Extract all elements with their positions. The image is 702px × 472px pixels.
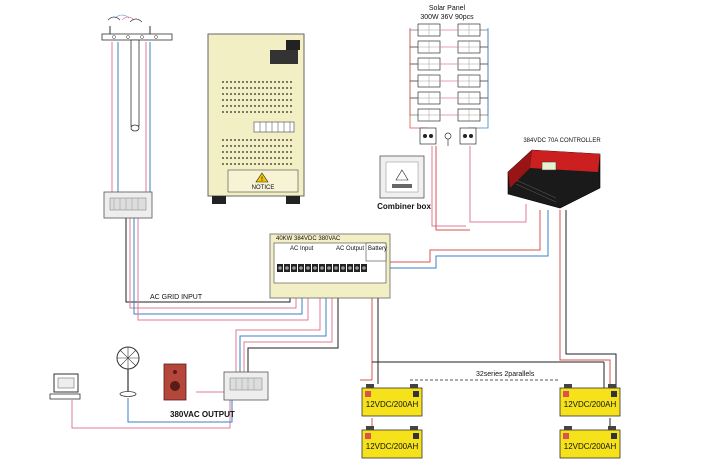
terminal-screw xyxy=(333,264,339,272)
battery-terminal-label: Battery xyxy=(368,246,387,252)
combiner-box xyxy=(379,155,425,199)
solar-panel xyxy=(457,74,481,88)
output-distribution-box xyxy=(223,371,269,401)
solar-panel xyxy=(417,91,441,105)
solar-panel xyxy=(457,108,481,122)
terminal-screws xyxy=(277,264,367,272)
terminal-screw xyxy=(326,264,332,272)
terminal-screw xyxy=(340,264,346,272)
solar-panel xyxy=(457,57,481,71)
inverter-name-label: 40KW 384VDC 380VAC xyxy=(276,236,341,242)
battery: 12VDC/200AH xyxy=(361,426,423,459)
terminal-screw xyxy=(347,264,353,272)
solar-panel xyxy=(417,74,441,88)
ac-distribution-box xyxy=(103,191,153,219)
ac-input-label: AC Input xyxy=(290,246,314,252)
wiring xyxy=(71,42,617,430)
battery-bank: 12VDC/200AH 12VDC/200AH 12VDC/200AH 12VDC/2… xyxy=(361,384,621,459)
terminal-screw xyxy=(298,264,304,272)
speaker-icon xyxy=(163,363,187,401)
fan-icon xyxy=(116,346,140,397)
battery-label: 12VDC/200AH xyxy=(564,400,617,409)
terminal-screw xyxy=(277,264,283,272)
battery-label: 12VDC/200AH xyxy=(366,442,419,451)
solar-panel xyxy=(417,57,441,71)
terminal-screw xyxy=(284,264,290,272)
svg-text:!: ! xyxy=(261,177,263,183)
battery: 12VDC/200AH xyxy=(361,384,423,417)
battery: 12VDC/200AH xyxy=(559,384,621,417)
ac-grid-input-label: AC GRID INPUT xyxy=(150,294,203,301)
computer-icon xyxy=(49,373,81,400)
battery-label: 12VDC/200AH xyxy=(564,442,617,451)
inverter-cabinet: ! NOTICE xyxy=(207,33,305,204)
solar-junction-boxes xyxy=(419,127,477,146)
terminal-screw xyxy=(305,264,311,272)
charge-controller xyxy=(507,149,601,209)
batteries-config-label: 32series 2parallels xyxy=(476,371,535,378)
solar-panel xyxy=(417,108,441,122)
terminal-screw xyxy=(319,264,325,272)
inverter-terminal-panel xyxy=(269,233,391,299)
solar-panel-array xyxy=(409,23,489,129)
solar-panel-spec: 300W 36V 90pcs xyxy=(420,14,474,21)
battery-label: 12VDC/200AH xyxy=(366,400,419,409)
solar-panel xyxy=(417,40,441,54)
terminal-screw xyxy=(361,264,367,272)
ac-output-label: AC Output xyxy=(336,246,364,252)
solar-panel-title: Solar Panel xyxy=(429,5,466,12)
solar-panel xyxy=(417,23,441,37)
solar-panel xyxy=(457,91,481,105)
terminal-screw xyxy=(354,264,360,272)
controller-label: 384VDC 70A CONTROLLER xyxy=(523,138,601,144)
warning-icon: ! xyxy=(255,172,269,183)
ac-output-380-label: 380VAC OUTPUT xyxy=(170,410,235,419)
solar-panel xyxy=(457,23,481,37)
terminal-screw xyxy=(312,264,318,272)
solar-panel xyxy=(457,40,481,54)
utility-pole-icon xyxy=(101,14,173,132)
terminal-screw xyxy=(291,264,297,272)
notice-label: NOTICE xyxy=(252,185,275,191)
battery: 12VDC/200AH xyxy=(559,426,621,459)
combiner-box-label: Combiner box xyxy=(377,202,431,211)
